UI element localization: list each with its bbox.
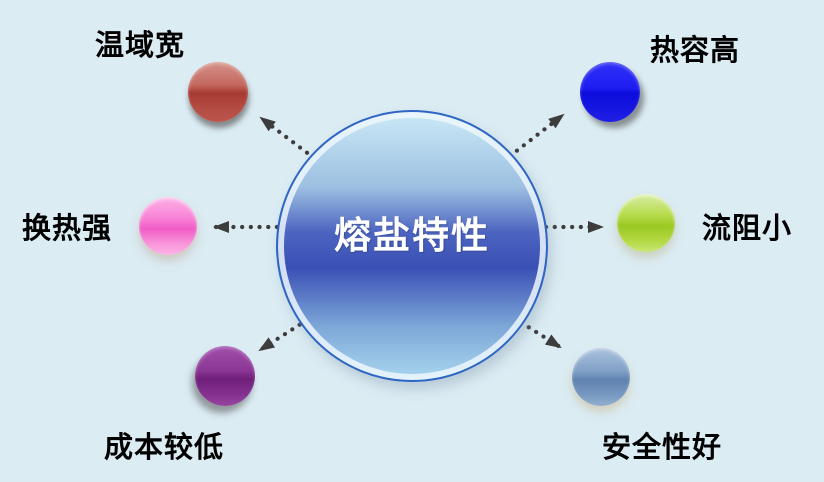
label-wide-temperature-range: 温域宽 <box>95 30 186 62</box>
bubble-strong-heat-exchange <box>139 197 197 255</box>
bubble-lower-cost <box>195 346 255 406</box>
center-node-molten-salt: 熔盐特性 <box>276 110 548 382</box>
arrow-bottom-left <box>257 317 310 353</box>
label-good-safety: 安全性好 <box>602 432 723 464</box>
bubble-good-safety <box>572 348 630 406</box>
label-high-heat-capacity: 热容高 <box>650 35 741 67</box>
bubble-high-heat-capacity <box>580 62 640 122</box>
bubble-wide-temperature-range <box>188 62 248 122</box>
arrow-top-right <box>507 112 566 159</box>
label-strong-heat-exchange: 换热强 <box>22 213 113 245</box>
arrow-top-left <box>258 115 317 161</box>
bubble-low-flow-resistance <box>617 194 675 252</box>
label-low-flow-resistance: 流阻小 <box>702 213 793 245</box>
center-node-label: 熔盐特性 <box>334 216 490 257</box>
label-lower-cost: 成本较低 <box>104 432 225 464</box>
